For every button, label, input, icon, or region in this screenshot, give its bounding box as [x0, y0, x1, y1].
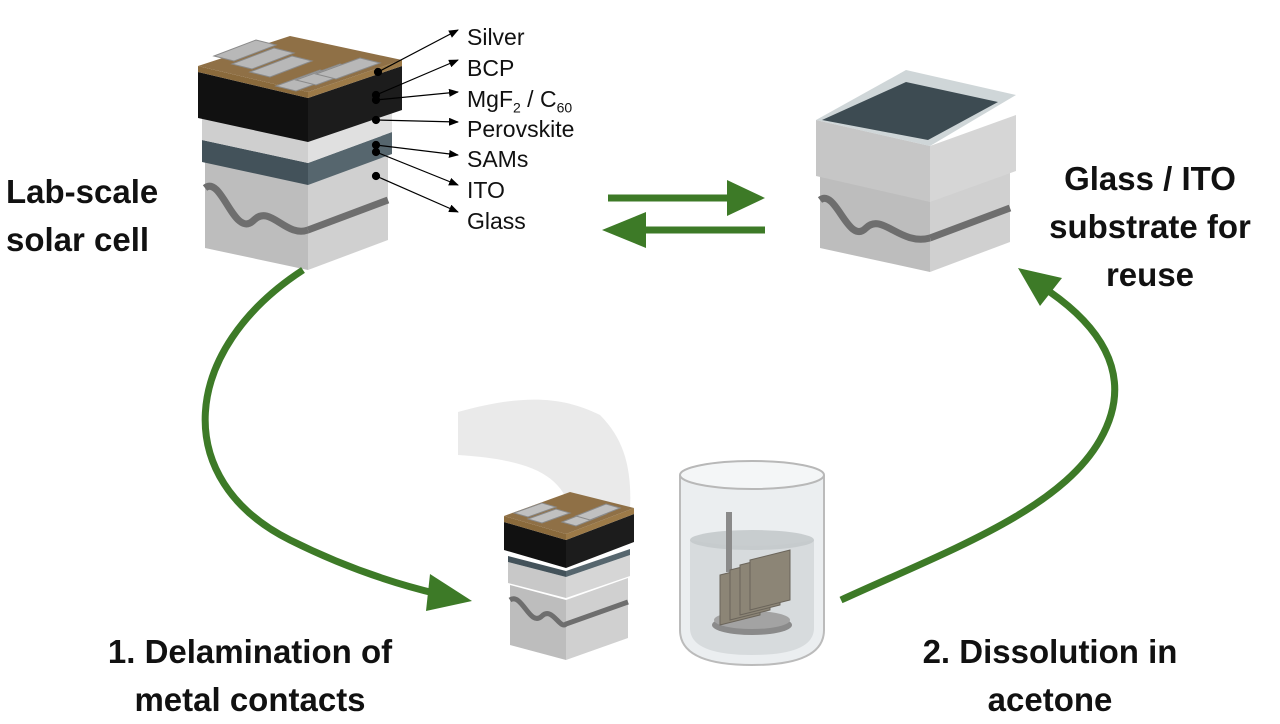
lab-cell-line1: Lab-scale: [6, 173, 159, 210]
glass-ito-substrate: [816, 70, 1016, 272]
label-perovskite: Perovskite: [467, 116, 575, 142]
label-ito: ITO: [467, 177, 505, 203]
delamination-arrow: [201, 267, 472, 611]
green-arrows: [201, 180, 1119, 611]
lab-solar-cell: [198, 36, 402, 270]
substrate-line1: Glass / ITO: [1064, 160, 1236, 197]
substrate-line3: reuse: [1105, 255, 1195, 293]
acetone-beaker: [679, 460, 825, 667]
label-glass: Glass: [467, 208, 526, 234]
step1-title: 1. Delamination of metal contacts: [60, 628, 440, 724]
label-silver: Silver: [467, 24, 525, 50]
step1-line2: metal contacts: [134, 680, 366, 718]
step2-line1: 2. Dissolution in: [922, 633, 1178, 670]
forward-arrow: [608, 180, 765, 216]
lab-cell-line2: solar cell: [6, 220, 150, 258]
dissolution-arrow: [839, 268, 1119, 604]
delaminated-cell: [458, 399, 634, 660]
lab-cell-title: Lab-scale solar cell: [6, 168, 158, 264]
mgf-text: MgF: [467, 86, 513, 112]
label-mgf2-c60: MgF2 / C60: [467, 88, 572, 115]
step2-line2: acetone: [987, 680, 1113, 718]
mgf-subscript: 2: [513, 99, 521, 116]
c60-subscript: 60: [556, 99, 573, 116]
substrate-line2: substrate for: [1049, 207, 1251, 245]
step1-line1: 1. Delamination of: [107, 633, 393, 670]
substrate-title: Glass / ITO substrate for reuse: [1025, 155, 1275, 299]
layer-pointers: [371, 29, 459, 213]
label-bcp: BCP: [467, 55, 515, 81]
reverse-arrow: [602, 212, 765, 248]
c-text: / C: [520, 86, 557, 112]
label-sams: SAMs: [467, 146, 529, 172]
step2-title: 2. Dissolution in acetone: [880, 628, 1220, 724]
